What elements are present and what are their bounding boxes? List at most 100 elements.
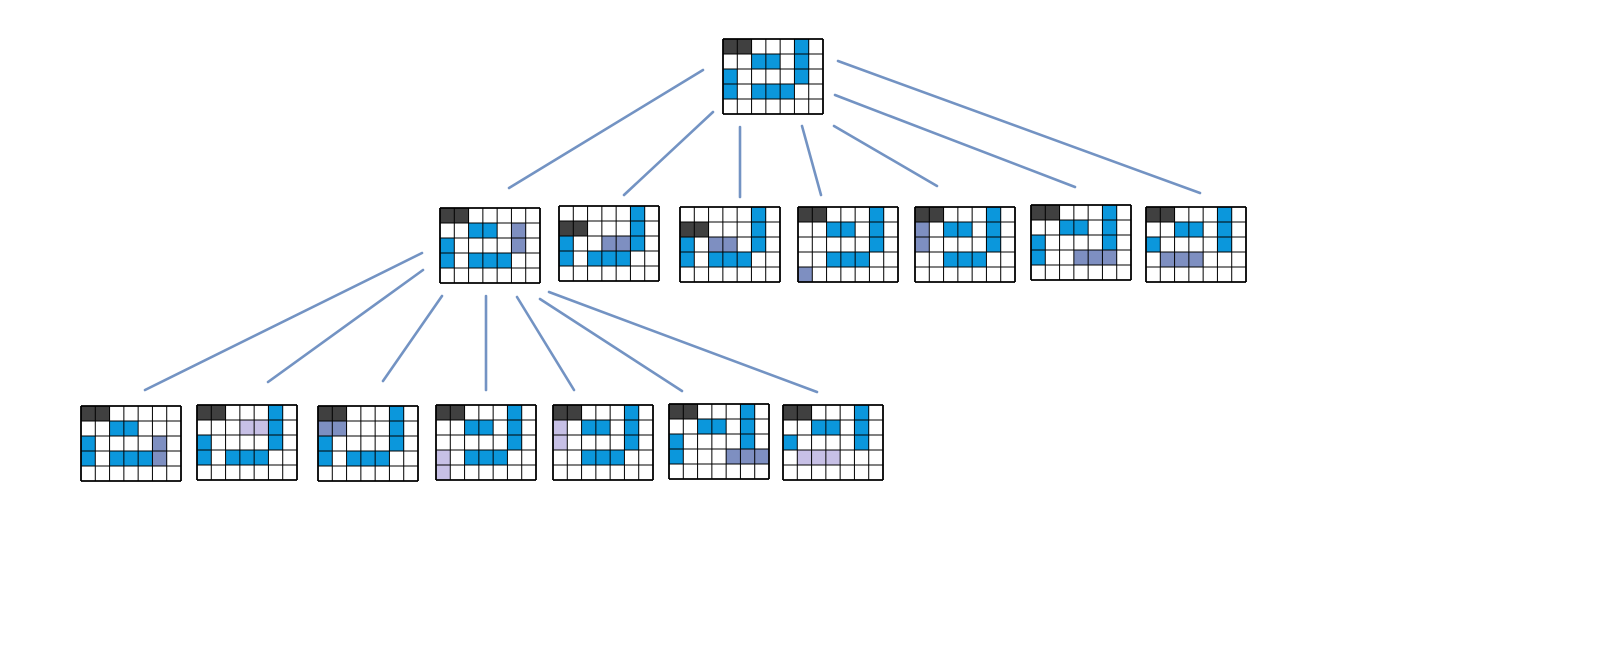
cell-empty (1045, 235, 1060, 250)
cell-empty (808, 39, 823, 54)
cell-blue (123, 451, 139, 466)
edge-root-to-level1-7 (836, 59, 1202, 195)
level1-state-1-board (439, 207, 541, 284)
cell-empty (521, 405, 536, 420)
cell-blue (943, 222, 958, 237)
cell-empty (464, 405, 479, 420)
cell-wall (440, 208, 455, 223)
cell-empty (595, 405, 611, 420)
cell-wall (450, 405, 465, 420)
cell-empty (737, 222, 752, 237)
cell-empty (798, 237, 813, 252)
cell-empty (783, 465, 798, 480)
cell-empty (1000, 267, 1015, 282)
cell-empty (587, 266, 602, 281)
cell-empty (644, 266, 659, 281)
cell-empty (694, 267, 709, 282)
cell-blue (109, 421, 124, 436)
cell-empty (808, 54, 823, 69)
cell-empty (152, 466, 167, 481)
cell-empty (1203, 207, 1218, 222)
cell-blue (268, 420, 283, 435)
cell-empty (883, 237, 898, 252)
cell-steel (318, 421, 333, 436)
cell-empty (225, 405, 240, 420)
cell-steel (1088, 250, 1103, 265)
cell-empty (601, 266, 617, 281)
cell-empty (478, 405, 494, 420)
cell-blue (740, 434, 755, 449)
cell-empty (493, 420, 508, 435)
cell-lavender (239, 420, 255, 435)
cell-empty (360, 466, 376, 481)
cell-empty (680, 207, 695, 222)
cell-empty (644, 206, 659, 221)
cell-empty (1217, 252, 1232, 267)
cell-empty (883, 207, 898, 222)
cell-empty (697, 404, 712, 419)
cell-empty (883, 267, 898, 282)
cell-empty (855, 237, 870, 252)
cell-empty (525, 253, 540, 268)
cell-empty (825, 405, 841, 420)
cell-blue (559, 251, 574, 266)
cell-empty (525, 208, 540, 223)
cell-empty (644, 251, 659, 266)
cell-blue (697, 419, 712, 434)
cell-empty (497, 208, 512, 223)
cell-blue (464, 420, 479, 435)
cell-empty (468, 238, 483, 253)
cell-empty (282, 435, 297, 450)
cell-empty (812, 252, 827, 267)
level2-state-4-board (435, 404, 537, 481)
cell-empty (1073, 205, 1089, 220)
cell-empty (794, 99, 809, 114)
cell-blue (1102, 220, 1117, 235)
cell-blue (669, 434, 684, 449)
cell-empty (840, 267, 856, 282)
cell-blue (601, 251, 617, 266)
cell-empty (1174, 237, 1189, 252)
cell-empty (972, 267, 987, 282)
cell-blue (624, 405, 639, 420)
cell-steel (726, 449, 741, 464)
level1-state-6-grid (1030, 204, 1132, 281)
cell-blue (1031, 235, 1046, 250)
cell-steel (915, 222, 930, 237)
cell-empty (468, 268, 483, 283)
cell-wall (1146, 207, 1161, 222)
cell-empty (751, 267, 766, 282)
cell-empty (521, 450, 536, 465)
cell-lavender (825, 450, 841, 465)
level1-state-4-grid (797, 206, 899, 283)
cell-empty (737, 99, 752, 114)
cell-wall (915, 207, 930, 222)
cell-blue (1102, 235, 1117, 250)
cell-empty (521, 420, 536, 435)
cell-empty (638, 405, 653, 420)
cell-empty (840, 465, 855, 480)
cell-blue (630, 206, 645, 221)
cell-empty (567, 420, 582, 435)
cell-empty (797, 465, 812, 480)
cell-blue (751, 54, 766, 69)
level1-state-2-board (558, 205, 660, 282)
cell-empty (1102, 265, 1117, 280)
cell-empty (464, 435, 479, 450)
cell-blue (855, 252, 870, 267)
cell-empty (403, 466, 418, 481)
cell-blue (957, 252, 973, 267)
cell-empty (507, 450, 522, 465)
cell-empty (783, 420, 798, 435)
edge-level1-to-level2-3 (381, 294, 444, 383)
cell-empty (1116, 235, 1131, 250)
cell-empty (375, 466, 390, 481)
cell-empty (511, 253, 526, 268)
cell-empty (1059, 265, 1074, 280)
cell-empty (697, 434, 712, 449)
level2-state-1-grid (80, 405, 182, 482)
edge-level1-to-level2-7 (547, 290, 819, 394)
level2-state-3-grid (317, 405, 419, 482)
cell-empty (711, 434, 727, 449)
cell-blue (109, 451, 124, 466)
